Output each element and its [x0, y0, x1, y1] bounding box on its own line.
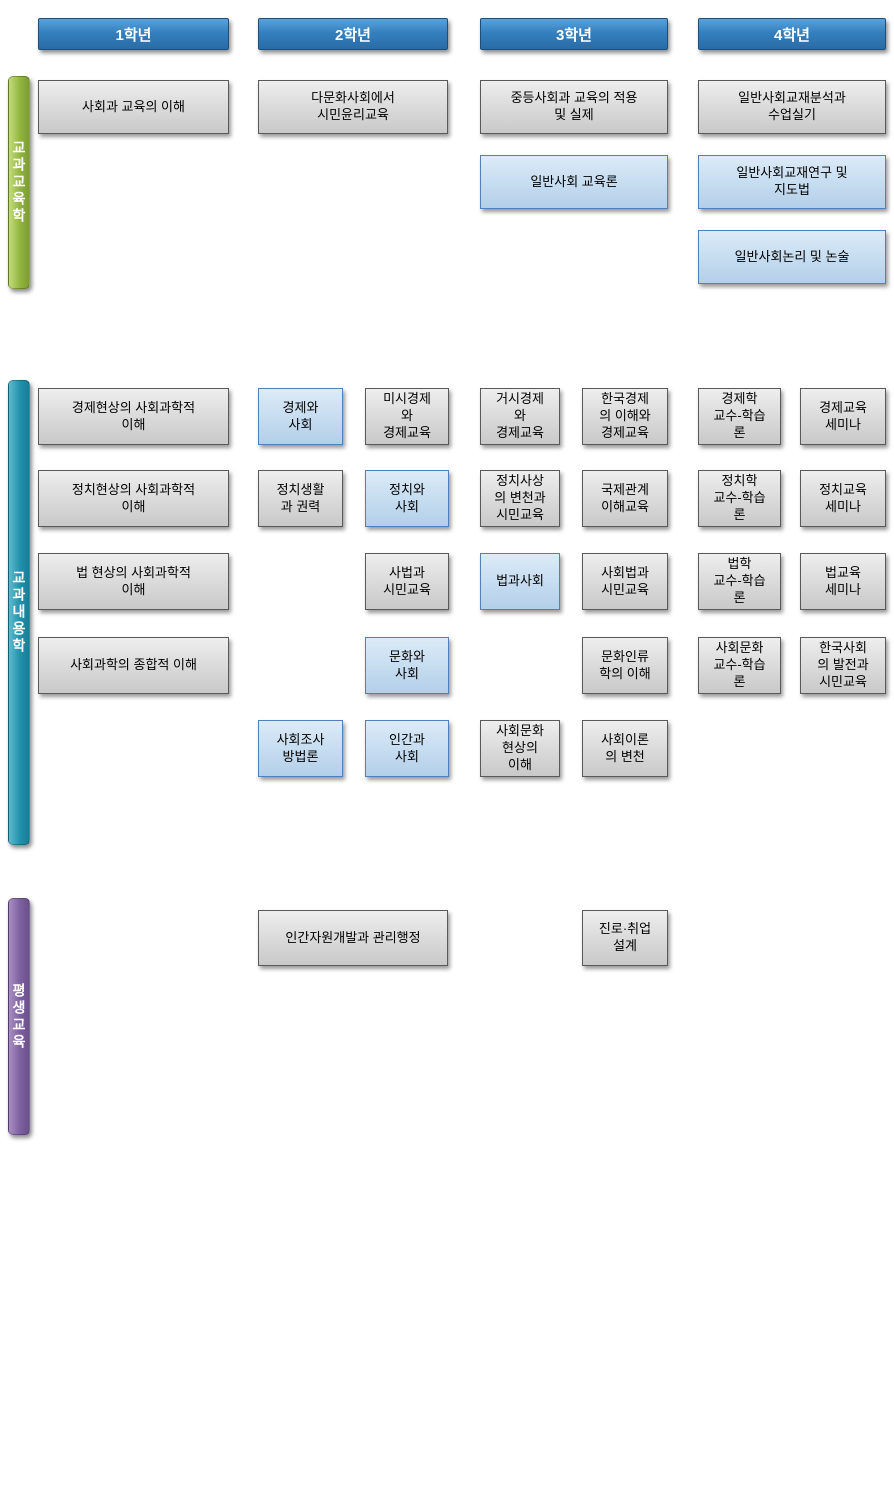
course-label: 정치사상 의 변천과 시민교육 — [494, 473, 546, 522]
course-box: 사회과 교육의 이해 — [38, 80, 229, 134]
course-label: 사회과 교육의 이해 — [82, 98, 185, 114]
course-box: 미시경제 와 경제교육 — [365, 388, 449, 445]
course-box: 일반사회 교육론 — [480, 155, 668, 209]
course-box: 법학 교수-학습 론 — [698, 553, 781, 610]
course-label: 일반사회교재분석과 수업실기 — [738, 90, 846, 122]
course-label: 일반사회 교육론 — [530, 173, 618, 189]
course-label: 다문화사회에서 시민윤리교육 — [311, 90, 395, 122]
course-box: 다문화사회에서 시민윤리교육 — [258, 80, 448, 134]
course-box: 경제와 사회 — [258, 388, 343, 445]
course-label: 국제관계 이해교육 — [601, 481, 649, 514]
course-box: 정치현상의 사회과학적 이해 — [38, 470, 229, 527]
course-label: 법 현상의 사회과학적 이해 — [76, 564, 191, 597]
course-box: 경제교육 세미나 — [800, 388, 886, 445]
course-label: 경제교육 세미나 — [819, 399, 867, 432]
course-box: 진로·취업 설계 — [582, 910, 668, 966]
course-label: 한국사회 의 발전과 시민교육 — [817, 640, 869, 689]
course-box: 거시경제 와 경제교육 — [480, 388, 560, 445]
year-header-2: 2학년 — [258, 18, 448, 50]
course-box: 인간자원개발과 관리행정 — [258, 910, 448, 966]
course-label: 법학 교수-학습 론 — [713, 556, 766, 605]
course-label: 사회문화 교수-학습 론 — [713, 640, 766, 689]
course-label: 경제현상의 사회과학적 이해 — [71, 399, 196, 432]
course-label: 정치현상의 사회과학적 이해 — [71, 481, 196, 514]
course-label: 정치교육 세미나 — [819, 481, 867, 514]
course-label: 사회과학의 종합적 이해 — [70, 657, 197, 673]
course-label: 사법과 시민교육 — [383, 564, 431, 597]
course-label: 경제와 사회 — [282, 399, 319, 432]
course-box: 정치학 교수-학습 론 — [698, 470, 781, 527]
course-box: 국제관계 이해교육 — [582, 470, 668, 527]
course-box: 한국경제 의 이해와 경제교육 — [582, 388, 668, 445]
section-bar-pedagogy: 교과교육학 — [8, 76, 30, 289]
course-box: 사회문화 현상의 이해 — [480, 720, 560, 777]
course-label: 미시경제 와 경제교육 — [383, 391, 431, 440]
course-label: 문화인류 학의 이해 — [599, 648, 651, 681]
course-box: 사회이론 의 변천 — [582, 720, 668, 777]
course-box: 문화와 사회 — [365, 637, 449, 694]
course-box: 인간과 사회 — [365, 720, 449, 777]
course-box: 경제학 교수-학습 론 — [698, 388, 781, 445]
course-box: 정치교육 세미나 — [800, 470, 886, 527]
course-label: 인간자원개발과 관리행정 — [285, 929, 421, 945]
course-label: 경제학 교수-학습 론 — [713, 391, 766, 440]
course-label: 일반사회논리 및 논술 — [734, 248, 850, 264]
course-label: 한국경제 의 이해와 경제교육 — [599, 391, 651, 440]
course-box: 법과사회 — [480, 553, 560, 610]
course-label: 사회이론 의 변천 — [601, 731, 649, 764]
course-box: 한국사회 의 발전과 시민교육 — [800, 637, 886, 694]
course-box: 일반사회교재분석과 수업실기 — [698, 80, 886, 134]
course-box: 중등사회과 교육의 적용 및 실제 — [480, 80, 668, 134]
course-label: 법교육 세미나 — [825, 564, 861, 597]
year-header-4: 4학년 — [698, 18, 886, 50]
course-label: 거시경제 와 경제교육 — [496, 391, 544, 440]
course-label: 정치학 교수-학습 론 — [713, 473, 766, 522]
course-box: 사법과 시민교육 — [365, 553, 449, 610]
section-bar-content: 교과내용학 — [8, 380, 30, 845]
course-box: 사회문화 교수-학습 론 — [698, 637, 781, 694]
course-box: 사회과학의 종합적 이해 — [38, 637, 229, 694]
course-box: 경제현상의 사회과학적 이해 — [38, 388, 229, 445]
section-bar-lifelong: 평생교육 — [8, 898, 30, 1135]
course-label: 일반사회교재연구 및 지도법 — [736, 165, 848, 197]
course-box: 문화인류 학의 이해 — [582, 637, 668, 694]
year-header-3: 3학년 — [480, 18, 668, 50]
course-box: 사회조사 방법론 — [258, 720, 343, 777]
course-label: 문화와 사회 — [389, 648, 425, 681]
course-box: 법교육 세미나 — [800, 553, 886, 610]
course-box: 일반사회교재연구 및 지도법 — [698, 155, 886, 209]
course-label: 사회조사 방법론 — [276, 731, 325, 764]
course-box: 사회법과 시민교육 — [582, 553, 668, 610]
course-label: 진로·취업 설계 — [598, 921, 652, 953]
course-label: 사회문화 현상의 이해 — [496, 723, 544, 772]
course-label: 사회법과 시민교육 — [601, 564, 649, 597]
course-box: 정치사상 의 변천과 시민교육 — [480, 470, 560, 527]
year-header-1: 1학년 — [38, 18, 229, 50]
course-box: 정치생활 과 권력 — [258, 470, 343, 527]
course-label: 인간과 사회 — [389, 731, 425, 764]
course-label: 정치생활 과 권력 — [276, 481, 325, 514]
course-box: 법 현상의 사회과학적 이해 — [38, 553, 229, 610]
course-box: 정치와 사회 — [365, 470, 449, 527]
course-label: 중등사회과 교육의 적용 및 실제 — [510, 90, 638, 122]
course-label: 법과사회 — [496, 573, 544, 589]
course-box: 일반사회논리 및 논술 — [698, 230, 886, 284]
course-label: 정치와 사회 — [389, 481, 425, 514]
